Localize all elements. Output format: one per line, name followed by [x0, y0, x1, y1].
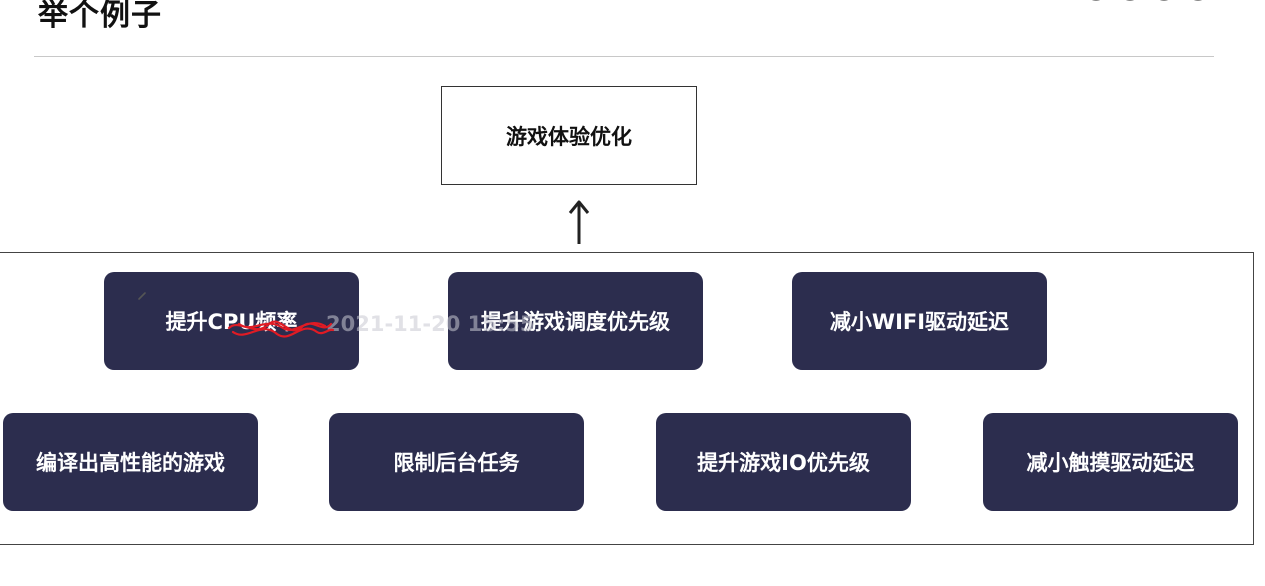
measure-box-touch-latency: 减小触摸驱动延迟 — [983, 413, 1238, 511]
measure-box-wifi-latency: 减小WIFI驱动延迟 — [792, 272, 1047, 370]
measures-frame — [0, 252, 1254, 545]
measure-box-limit-background: 限制后台任务 — [329, 413, 584, 511]
measure-box-game-io-priority: 提升游戏IO优先级 — [656, 413, 911, 511]
brand-logo — [1091, 0, 1203, 1]
measure-label: 编译出高性能的游戏 — [36, 451, 225, 475]
pen-cursor-icon — [138, 292, 146, 300]
measure-label: 提升CPU频率 — [165, 310, 298, 334]
measure-label: 减小触摸驱动延迟 — [1026, 451, 1195, 475]
measure-box-compile-high-perf: 编译出高性能的游戏 — [3, 413, 258, 511]
measure-label: 限制后台任务 — [393, 451, 520, 475]
measure-label: 减小WIFI驱动延迟 — [829, 310, 1010, 334]
arrow-up-icon — [568, 200, 590, 244]
slide-title: 举个例子 — [38, 0, 162, 33]
header-divider — [34, 56, 1214, 57]
measure-box-game-sched-priority: 提升游戏调度优先级 — [448, 272, 703, 370]
measure-label: 提升游戏IO优先级 — [697, 451, 870, 475]
measure-box-cpu-frequency: 提升CPU频率 — [104, 272, 359, 370]
goal-label: 游戏体验优化 — [506, 124, 632, 149]
measure-label: 提升游戏调度优先级 — [481, 310, 670, 334]
goal-box: 游戏体验优化 — [441, 86, 697, 185]
